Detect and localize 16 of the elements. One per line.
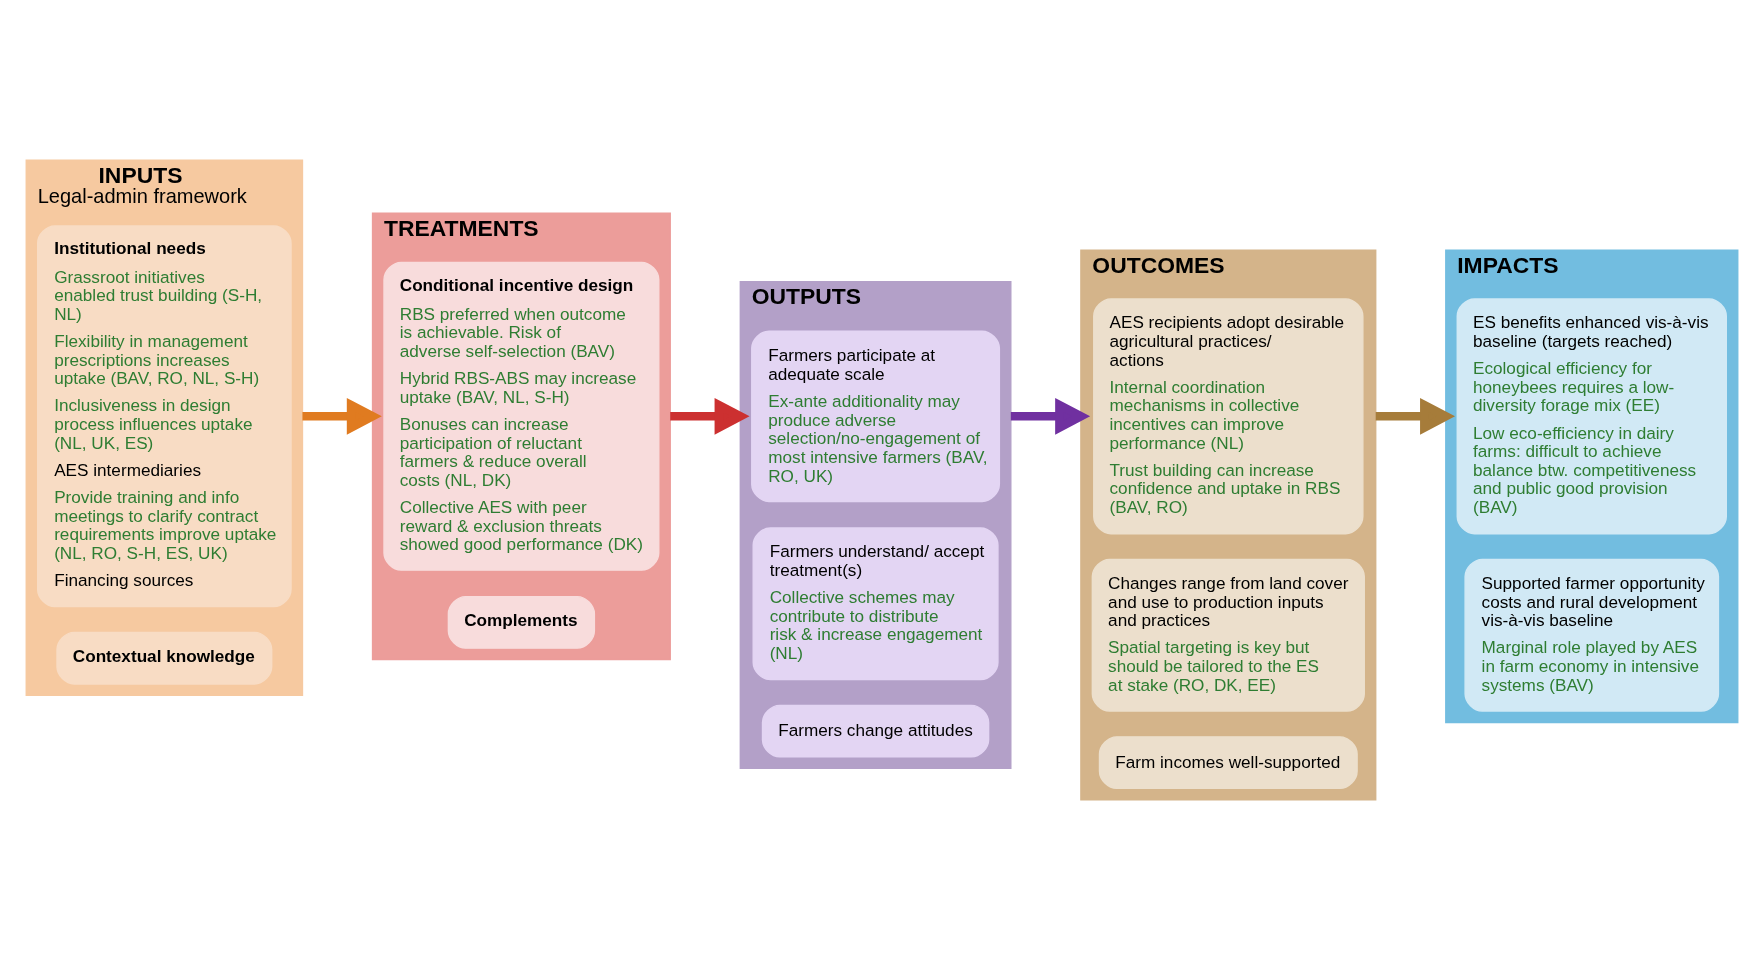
arrow xyxy=(302,397,382,435)
node-box: Farmers understand/ accept treatment(s) Collective schemes may contribute to distribute risk & increase engagement (NL) xyxy=(752,526,999,680)
node-box: Conditional incentive design RBS preferred when outcome is achievable. Risk of adverse self-selection (BAV) Hybrid RBS-ABS may increase uptake (BAV, NL, S-H) Bonuses can increase participation of reluctant farmers & reduce overall costs (NL, DK) Collective AES with peer reward & exclusion threats showed good performance (DK) xyxy=(383,261,660,571)
node-box: Farmers participate at adequate scale Ex-ante additionality may produce adverse selection/no-engagement of most intensive farmers (BAV, RO, UK) xyxy=(751,329,1001,502)
node-box: Institutional needs Grassroot initiatives enabled trust building (S-H, NL) Flexibility in management prescriptions increases uptake (BAV, RO, NL, S-H) Inclusiveness in design process influences uptake (NL, UK, ES) AES intermediaries Provide training and info meetings to clarify contract requirements improve uptake (NL, RO, S-H, ES, UK) Financing sources xyxy=(37,224,292,607)
node-box: AES recipients adopt desirable agricultural practices/ actions Internal coordination mechanisms in collective incentives can improve performance (NL) Trust building can increase confidence and uptake in RBS (BAV, RO) xyxy=(1093,297,1364,534)
node-box: Contextual knowledge xyxy=(56,631,273,685)
node-box: Changes range from land cover and use to production inputs and practices Spatial targeting is key but should be tailored to the ES at stake (RO, DK, EE) xyxy=(1091,558,1365,712)
node-box: Farm incomes well-supported xyxy=(1098,735,1358,789)
node-box: Supported farmer opportunity costs and rural development vis-à-vis baseline Marginal role played by AES in farm economy in intensive systems (BAV) xyxy=(1464,558,1720,712)
node-box: Farmers change attitudes xyxy=(761,704,990,758)
arrow xyxy=(1375,397,1456,435)
node-box: Complements xyxy=(447,595,596,649)
node-box: ES benefits enhanced vis-à-vis baseline (targets reached) Ecological efficiency for honeybees requires a low-diversity forage mix (EE) Low eco-efficiency in dairy farms: difficult to achieve balance btw. competitiveness and public good provision (BAV) xyxy=(1456,297,1727,534)
arrow xyxy=(670,397,750,435)
arrow xyxy=(1010,397,1091,435)
